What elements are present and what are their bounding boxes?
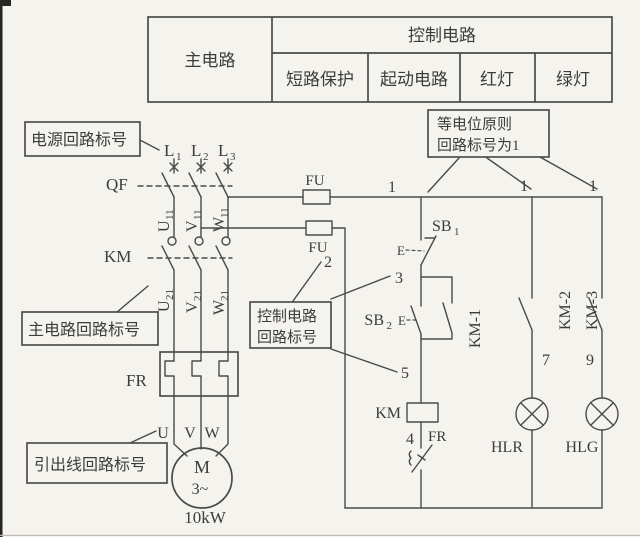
km-main-label: KM [104, 247, 131, 266]
km2-contact [518, 196, 533, 399]
callout-power-text: 电源回路标号 [31, 131, 127, 149]
scan-left-edge [0, 0, 3, 537]
svg-text:21: 21 [164, 289, 176, 300]
table-cell-short-protection: 短路保护 [286, 70, 354, 89]
phase-l2-sub: 2 [203, 151, 209, 163]
svg-text:V: V [184, 301, 201, 313]
phase-l3-label: L [218, 141, 228, 160]
km3-label: KM-3 [584, 291, 601, 330]
wire-label-u21: U 21 [156, 289, 176, 312]
fr-nc-contact: 4 FR [406, 421, 446, 509]
fr-contact-label: FR [428, 429, 446, 445]
km-contactor-main-contacts: KM [104, 236, 233, 271]
wire-number-5: 5 [401, 365, 409, 382]
svg-text:KM-2: KM-2 [557, 291, 574, 330]
phase-l1-label: L [164, 141, 174, 160]
callout-main-text: 主电路回路标号 [28, 321, 140, 339]
callout-main-circuit-label: 主电路回路标号 [21, 285, 159, 346]
wire-number-9: 9 [586, 352, 594, 369]
control-return-rail: FU [200, 220, 346, 509]
callout-control-line2: 回路标号 [257, 329, 317, 346]
km2-label: KM-2 [557, 291, 574, 330]
lead-w-label: W [204, 425, 220, 442]
sb1-label-sub: 1 [454, 226, 460, 238]
callout-equipotential-label: 等电位原则 回路标号为1 [427, 109, 598, 193]
svg-text:21: 21 [192, 290, 204, 301]
svg-text:KM-1: KM-1 [467, 309, 484, 348]
wire-number-7: 7 [542, 352, 550, 369]
table-cell-red-lamp: 红灯 [480, 70, 514, 89]
wire-number-1b: 1 [520, 178, 528, 195]
sb1-stop-button: E SB 1 [397, 196, 460, 278]
svg-text:11: 11 [192, 209, 204, 220]
sb2-label: SB [364, 312, 384, 329]
km1-aux-contact [420, 276, 453, 340]
callout-power-circuit-label: 电源回路标号 [24, 121, 160, 157]
control-top-rail: FU [227, 173, 603, 205]
callout-equipotential-line1: 等电位原则 [437, 115, 512, 133]
table-cell-main-circuit: 主电路 [185, 51, 236, 70]
phase-l1-sub: 1 [176, 151, 182, 163]
lamp-hlr: HLR [491, 397, 549, 509]
motor-m-label: M [194, 457, 210, 477]
phase-source-labels: L 1 L 2 L 3 [164, 141, 236, 163]
lead-v-label: V [184, 425, 196, 442]
fu1-label: FU [305, 173, 324, 189]
wire-label-v11: V 11 [184, 209, 204, 232]
svg-text:U: U [156, 220, 173, 232]
motor: M 3~ 10kW [171, 447, 233, 527]
sb1-actuator-e: E [397, 243, 405, 258]
sb1-label: SB [432, 218, 452, 235]
sb2-start-button: E SB 2 [364, 276, 422, 340]
phase-l3-sub: 3 [230, 151, 236, 163]
qf-breaker: QF [106, 172, 233, 198]
wire-number-4: 4 [406, 431, 414, 448]
lamp-hlg: HLG [566, 397, 619, 509]
table-cell-green-lamp: 绿灯 [556, 70, 590, 89]
phase-l2-label: L [191, 141, 201, 160]
spec-table: 主电路 控制电路 短路保护 起动电路 红灯 绿灯 [147, 16, 613, 103]
km1-label: KM-1 [467, 309, 484, 348]
callout-equipotential-line2: 回路标号为1 [437, 137, 520, 154]
qf-label: QF [106, 175, 128, 194]
hlg-label: HLG [566, 439, 599, 456]
svg-text:V: V [184, 220, 201, 232]
sb2-label-sub: 2 [387, 320, 393, 332]
svg-text:U: U [156, 300, 173, 312]
motor-leads: U V W [157, 395, 229, 457]
fr-main-label: FR [126, 371, 147, 390]
wire-number-1a: 1 [388, 179, 396, 196]
scan-corner-mark [0, 0, 11, 6]
fr-thermal-relay: FR [126, 351, 239, 397]
fu2-label: FU [308, 240, 327, 256]
scan-bottom-edge [0, 534, 640, 536]
km-coil: KM [375, 402, 439, 423]
svg-text:21: 21 [219, 290, 231, 301]
lead-u-label: U [157, 425, 169, 442]
km3-contact [588, 196, 603, 399]
svg-text:11: 11 [164, 209, 176, 220]
callout-control-circuit-label: 控制电路 回路标号 [249, 261, 398, 373]
svg-text:W: W [211, 299, 228, 315]
motor-phase-label: 3~ [192, 481, 209, 498]
svg-text:11: 11 [219, 207, 231, 218]
table-cell-start-circuit: 起动电路 [380, 70, 448, 89]
hlr-label: HLR [491, 439, 523, 456]
wire-label-v21: V 21 [184, 290, 204, 313]
motor-power-label: 10kW [184, 508, 227, 527]
wire-number-2: 2 [324, 254, 332, 271]
svg-text:KM-3: KM-3 [584, 291, 601, 330]
table-cell-control-circuit: 控制电路 [408, 26, 476, 45]
wire-label-u11: U 11 [156, 209, 176, 232]
km-coil-label: KM [375, 405, 401, 422]
wire-label-w21: W 21 [211, 290, 231, 315]
wire-number-3: 3 [395, 270, 403, 287]
callout-leadout-text: 引出线回路标号 [34, 456, 146, 474]
callout-leadout-label: 引出线回路标号 [26, 430, 168, 484]
supply-terminals [169, 158, 233, 174]
wire-number-1c: 1 [589, 178, 597, 195]
callout-control-line1: 控制电路 [257, 308, 317, 325]
sb2-actuator-e: E [398, 313, 406, 328]
